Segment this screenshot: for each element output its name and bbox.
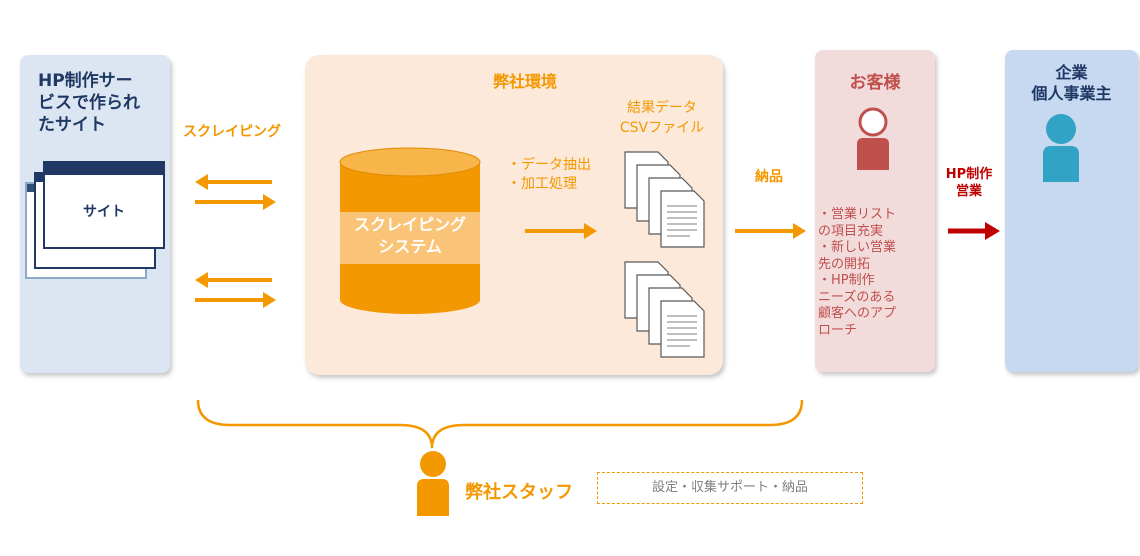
customer-title: お客様: [849, 73, 901, 93]
business-title: 企業 個人事業主: [1031, 63, 1112, 103]
company-env-title: 弊社環境: [492, 72, 557, 91]
customer-panel: [815, 50, 935, 372]
csv-files-lines-top: [667, 205, 697, 237]
business-panel: [1005, 50, 1138, 372]
staff-role-box: 設定・収集サポート・納品: [597, 472, 863, 504]
customer-benefits: ・営業リスト の項目充実 ・新しい営業 先の開拓 ・HP制作 ニーズのある 顧客…: [818, 207, 897, 338]
customer-person-icon: [857, 107, 889, 170]
csv-files-lines-bottom: [667, 315, 697, 347]
process-arrow: [525, 223, 597, 239]
staff-brace: [196, 399, 804, 449]
staff-person-icon: [417, 451, 449, 516]
process-text: ・データ抽出 ・加工処理: [507, 157, 591, 192]
database-cylinder-icon: [336, 147, 486, 314]
site-window-front: サイト: [43, 161, 165, 249]
csv-files-icon-top: [624, 151, 705, 248]
sales-label: HP制作 営業: [945, 167, 993, 199]
staff-title: 弊社スタッフ: [465, 482, 573, 503]
result-data-label: 結果データ CSVファイル: [619, 100, 705, 136]
hp-site-title: HP制作サー ビスで作られ たサイト: [38, 71, 140, 135]
business-person-icon: [1043, 114, 1079, 182]
scraping-system-label: スクレイピング システム: [353, 215, 466, 256]
scraping-arrows-bottom: [195, 272, 276, 308]
delivery-label: 納品: [755, 169, 783, 185]
sales-arrow: [948, 222, 1000, 240]
staff-role-text: 設定・収集サポート・納品: [651, 480, 808, 495]
csv-files-icon-bottom: [624, 261, 705, 358]
delivery-arrow: [735, 223, 806, 239]
site-window-label: サイト: [83, 204, 125, 220]
scraping-arrows-top: [195, 174, 276, 210]
scraping-label: スクレイピング: [183, 124, 281, 140]
